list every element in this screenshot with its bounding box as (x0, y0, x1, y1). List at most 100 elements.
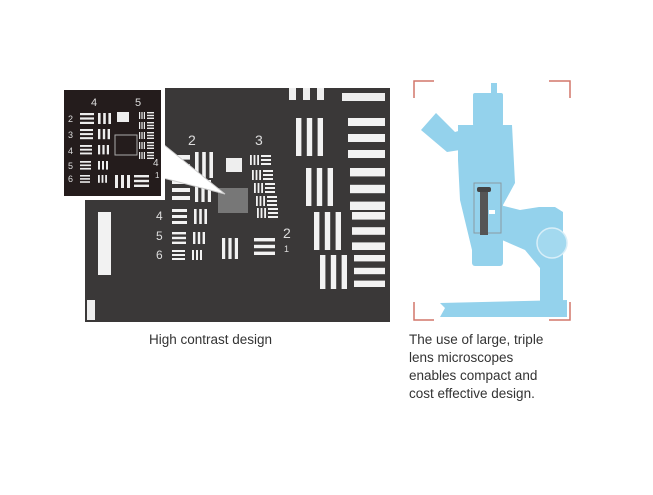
target-bar (265, 187, 275, 189)
label-side-2: 2 (283, 225, 291, 241)
inset-row-6: 6 (68, 174, 73, 184)
target-bar (172, 209, 187, 212)
inset-bar (139, 112, 141, 119)
inset-row-2: 2 (68, 114, 73, 124)
target-bar (196, 250, 198, 260)
target-bar (257, 155, 259, 165)
label-element-4: 4 (156, 209, 163, 223)
inset-bar (143, 112, 145, 119)
inset-bar (141, 152, 143, 159)
inset-side-1: 1 (155, 171, 160, 180)
inset-bar (141, 132, 143, 139)
inset-bar (105, 175, 107, 183)
target-bar (252, 170, 254, 180)
inset-bar (147, 147, 154, 149)
inset-bar (80, 175, 90, 177)
target-bar (209, 152, 213, 178)
label-side-1: 1 (284, 244, 289, 254)
inset-side-4: 4 (153, 158, 159, 169)
inset-bar (102, 145, 105, 155)
inset-bar (80, 164, 91, 167)
inset-bar (147, 142, 154, 144)
inset-bar (98, 161, 100, 170)
target-bar (192, 250, 194, 260)
inset-row-5: 5 (68, 161, 73, 171)
target-bar (261, 163, 271, 165)
target-bar (172, 196, 190, 200)
target-bar (253, 155, 256, 165)
target-bar (254, 244, 275, 249)
inset-bar (139, 122, 141, 129)
inset-bar (106, 161, 108, 170)
target-bar (172, 155, 190, 160)
inset-bar (102, 161, 104, 170)
target-bar (172, 250, 185, 252)
inset-bar (80, 113, 94, 116)
inset-bar (103, 113, 106, 124)
label-group-2: 2 (188, 132, 196, 148)
inset-bar (139, 132, 141, 139)
inset-bar (143, 142, 145, 149)
target-bar (352, 242, 385, 250)
inset-label-4: 4 (91, 97, 97, 109)
target-bar (317, 118, 323, 156)
target-bar (261, 159, 271, 161)
microscope-illustration (421, 83, 568, 317)
inset-bar (108, 113, 111, 124)
target-bar (256, 196, 258, 206)
inset-bar (143, 132, 145, 139)
target-bar (348, 134, 385, 142)
target-bar (267, 196, 277, 198)
inset-bar (106, 145, 109, 155)
target-bar (350, 168, 385, 177)
inset-bar (143, 122, 145, 129)
target-bar (202, 152, 206, 178)
inset-bar (80, 161, 91, 163)
inset-bar (147, 152, 154, 154)
inset-bar (98, 113, 101, 124)
target-bar (263, 174, 273, 176)
target-bar (172, 221, 187, 224)
inset-bar (147, 124, 154, 127)
target-bar (172, 236, 186, 240)
target-bar (250, 155, 252, 165)
target-bar (204, 209, 207, 224)
inset-bar (127, 175, 130, 188)
inset-bar (80, 148, 92, 151)
inset-bar (147, 134, 154, 137)
target-bar (320, 255, 326, 289)
label-element-6: 6 (156, 248, 163, 262)
target-bar (257, 208, 259, 218)
target-bar (265, 191, 275, 193)
target-bar (296, 118, 302, 156)
target-bar (260, 208, 263, 218)
inset-bar (147, 114, 154, 117)
inset-bar (147, 122, 154, 124)
target-bar (264, 208, 266, 218)
inset-bar (80, 167, 91, 170)
inset-magnified-view: 4 5 2 3 4 5 6 4 1 (60, 86, 165, 200)
inset-bar (98, 129, 101, 140)
inset-bar (147, 117, 154, 119)
inset-row-4: 4 (68, 146, 73, 156)
target-bar (261, 155, 271, 157)
inset-bar (147, 157, 154, 159)
inset-bar (80, 137, 93, 140)
target-bar (268, 216, 278, 218)
target-bar (234, 238, 238, 259)
inset-bar (121, 175, 124, 188)
inset-bar (102, 129, 106, 140)
target-bar (172, 241, 186, 244)
target-bar (348, 118, 385, 126)
inset-bar (80, 129, 93, 132)
inset-bar (134, 175, 149, 178)
target-bar (259, 170, 261, 180)
inset-bar (80, 178, 90, 180)
inset-bar (80, 117, 94, 120)
inset-bar (98, 145, 101, 155)
target-bar (348, 150, 385, 158)
inset-bar (98, 175, 100, 183)
target-bar (354, 267, 385, 275)
target-bar (254, 251, 275, 255)
